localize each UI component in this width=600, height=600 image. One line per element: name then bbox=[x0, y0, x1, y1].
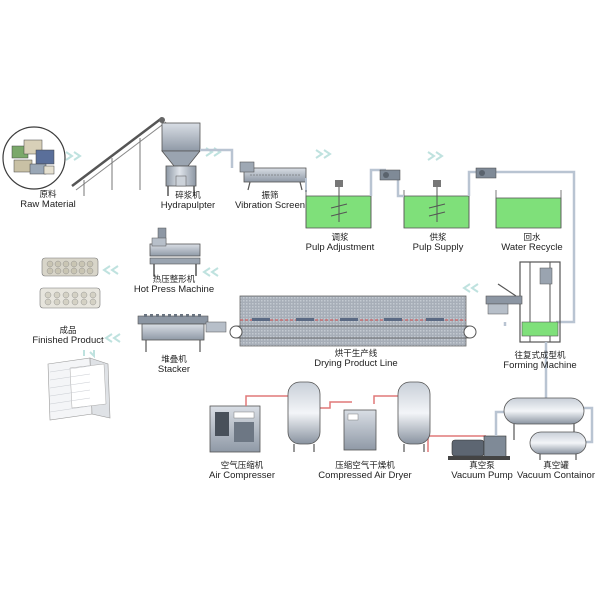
label-vacuum-pump-en: Vacuum Pump bbox=[451, 469, 513, 481]
label-pulp-supply: 供浆 Pulp Supply bbox=[402, 234, 474, 253]
air-dryer bbox=[343, 409, 377, 451]
label-pulp-supply-cn: 供浆 bbox=[429, 233, 447, 243]
label-water-recycle-en: Water Recycle bbox=[501, 241, 563, 253]
label-hydrapulper-en: Hydrapulpter bbox=[160, 199, 216, 211]
tank-pipes bbox=[369, 168, 576, 326]
label-air-dryer: 压缩空气干燥机 Compressed Air Dryer bbox=[306, 462, 424, 481]
label-raw-material-cn: 原料 bbox=[39, 190, 57, 200]
air-compressor bbox=[209, 405, 261, 453]
label-vibration-screen-en: Vibration Screen bbox=[234, 199, 306, 211]
conveyor-belt bbox=[71, 117, 167, 196]
vacuum-pump bbox=[448, 435, 510, 460]
label-air-compressor-en: Air Compresser bbox=[209, 469, 275, 481]
label-forming-machine: 往复式成型机 Forming Machine bbox=[490, 352, 590, 371]
label-hot-press-en: Hot Press Machine bbox=[133, 283, 215, 295]
label-vacuum-pump: 真空泵 Vacuum Pump bbox=[446, 462, 518, 481]
label-hot-press: 热压整形机 Hot Press Machine bbox=[124, 276, 224, 295]
label-drying-line: 烘干生产线 Drying Product Line bbox=[300, 350, 412, 369]
label-finished-product: 成品 Finished Product bbox=[22, 327, 114, 346]
label-water-recycle-cn: 回水 bbox=[523, 233, 541, 243]
vacuum-pipes bbox=[494, 342, 594, 444]
label-stacker: 堆叠机 Stacker bbox=[142, 356, 206, 375]
label-drying-line-en: Drying Product Line bbox=[314, 357, 398, 369]
air-tank-2 bbox=[397, 381, 431, 452]
label-finished-product-en: Finished Product bbox=[32, 334, 104, 346]
pulp-supply-tank bbox=[403, 180, 470, 229]
label-air-compressor-cn: 空气压缩机 bbox=[220, 461, 264, 471]
label-vacuum-container-en: Vacuum Containor bbox=[517, 469, 595, 481]
label-forming-machine-en: Forming Machine bbox=[503, 359, 577, 371]
label-stacker-cn: 堆叠机 bbox=[161, 355, 187, 365]
forming-machine bbox=[485, 261, 561, 343]
hot-press-machine bbox=[149, 227, 201, 276]
pump-icons bbox=[379, 167, 497, 181]
pulp-adjustment-tank bbox=[305, 180, 372, 229]
label-vibration-screen: 振筛 Vibration Screen bbox=[228, 192, 312, 211]
stacker-machine bbox=[137, 314, 227, 352]
hydrapulper-machine bbox=[161, 122, 201, 196]
label-vacuum-container: 真空罐 Vacuum Containor bbox=[514, 462, 598, 481]
vibration-screen-machine bbox=[239, 161, 307, 191]
egg-tray-products bbox=[39, 257, 101, 309]
flow-arrows bbox=[65, 147, 479, 359]
label-pulp-adjustment-cn: 调浆 bbox=[331, 233, 349, 243]
label-vibration-screen-cn: 振筛 bbox=[261, 191, 279, 201]
label-hydrapulper: 碎浆机 Hydrapulpter bbox=[150, 192, 226, 211]
label-air-compressor: 空气压缩机 Air Compresser bbox=[200, 462, 284, 481]
label-finished-product-cn: 成品 bbox=[59, 326, 77, 336]
water-recycle-tank bbox=[495, 190, 562, 229]
label-vacuum-container-cn: 真空罐 bbox=[543, 461, 569, 471]
raw-material-illustration bbox=[2, 126, 66, 190]
vacuum-container bbox=[503, 397, 587, 460]
label-drying-line-cn: 烘干生产线 bbox=[334, 349, 378, 359]
finished-product-stacks bbox=[47, 357, 111, 421]
label-pulp-supply-en: Pulp Supply bbox=[412, 241, 464, 253]
label-vacuum-pump-cn: 真空泵 bbox=[469, 461, 495, 471]
label-forming-machine-cn: 往复式成型机 bbox=[514, 351, 566, 361]
label-water-recycle: 回水 Water Recycle bbox=[494, 234, 570, 253]
label-air-dryer-en: Compressed Air Dryer bbox=[318, 469, 412, 481]
label-air-dryer-cn: 压缩空气干燥机 bbox=[335, 461, 395, 471]
label-raw-material-en: Raw Material bbox=[20, 198, 76, 210]
label-hydrapulper-cn: 碎浆机 bbox=[175, 191, 201, 201]
label-stacker-en: Stacker bbox=[157, 363, 191, 375]
air-tank-1 bbox=[287, 381, 321, 452]
drying-line bbox=[229, 295, 477, 347]
label-pulp-adjustment-en: Pulp Adjustment bbox=[305, 241, 375, 253]
label-raw-material: 原料 Raw Material bbox=[18, 191, 78, 210]
label-pulp-adjustment: 调浆 Pulp Adjustment bbox=[296, 234, 384, 253]
label-hot-press-cn: 热压整形机 bbox=[152, 275, 196, 285]
